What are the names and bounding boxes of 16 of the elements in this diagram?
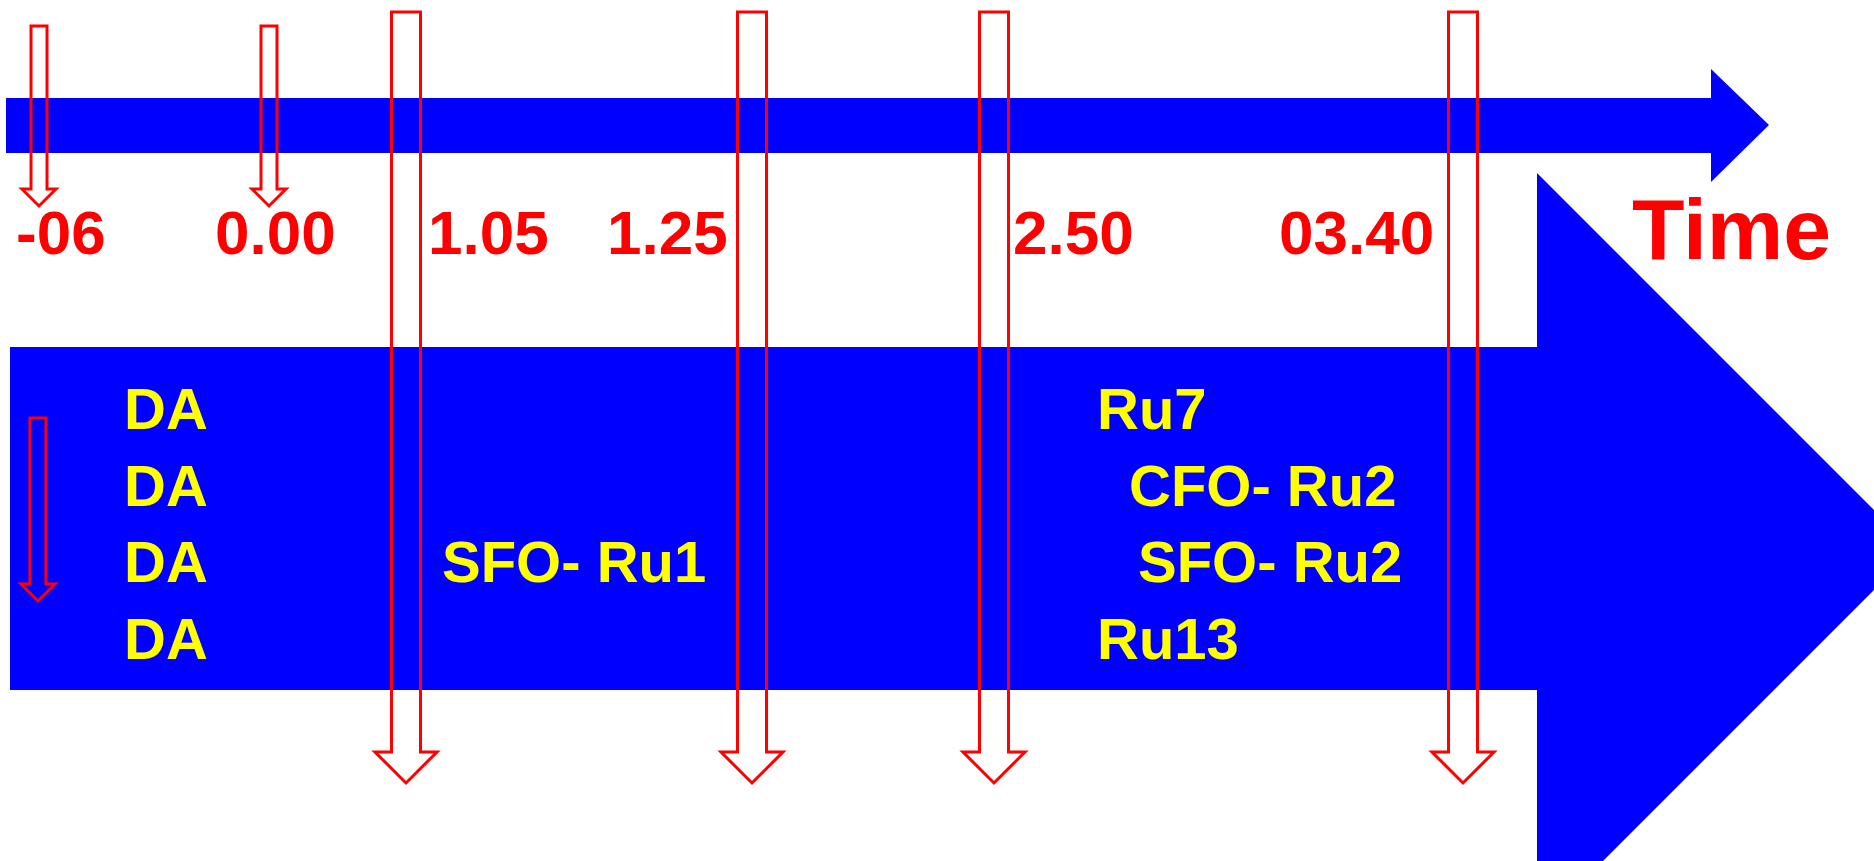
time-label: 2.50: [1013, 202, 1134, 264]
time-label: 0.00: [215, 202, 336, 264]
time-label: 1.05: [428, 202, 549, 264]
time-label: 03.40: [1279, 202, 1435, 264]
band-text: Ru13: [1097, 610, 1239, 668]
band-text: DA: [124, 610, 208, 668]
time-label: 1.25: [607, 202, 728, 264]
axis-title: Time: [1632, 186, 1832, 272]
band-text: CFO- Ru2: [1129, 457, 1397, 515]
time-label: -06: [16, 202, 106, 264]
band-text: SFO- Ru1: [442, 533, 707, 591]
band-text: DA: [124, 380, 208, 438]
band-text: DA: [124, 457, 208, 515]
band-text: SFO- Ru2: [1138, 533, 1403, 591]
band-text: DA: [124, 533, 208, 591]
band-text: Ru7: [1097, 380, 1207, 438]
